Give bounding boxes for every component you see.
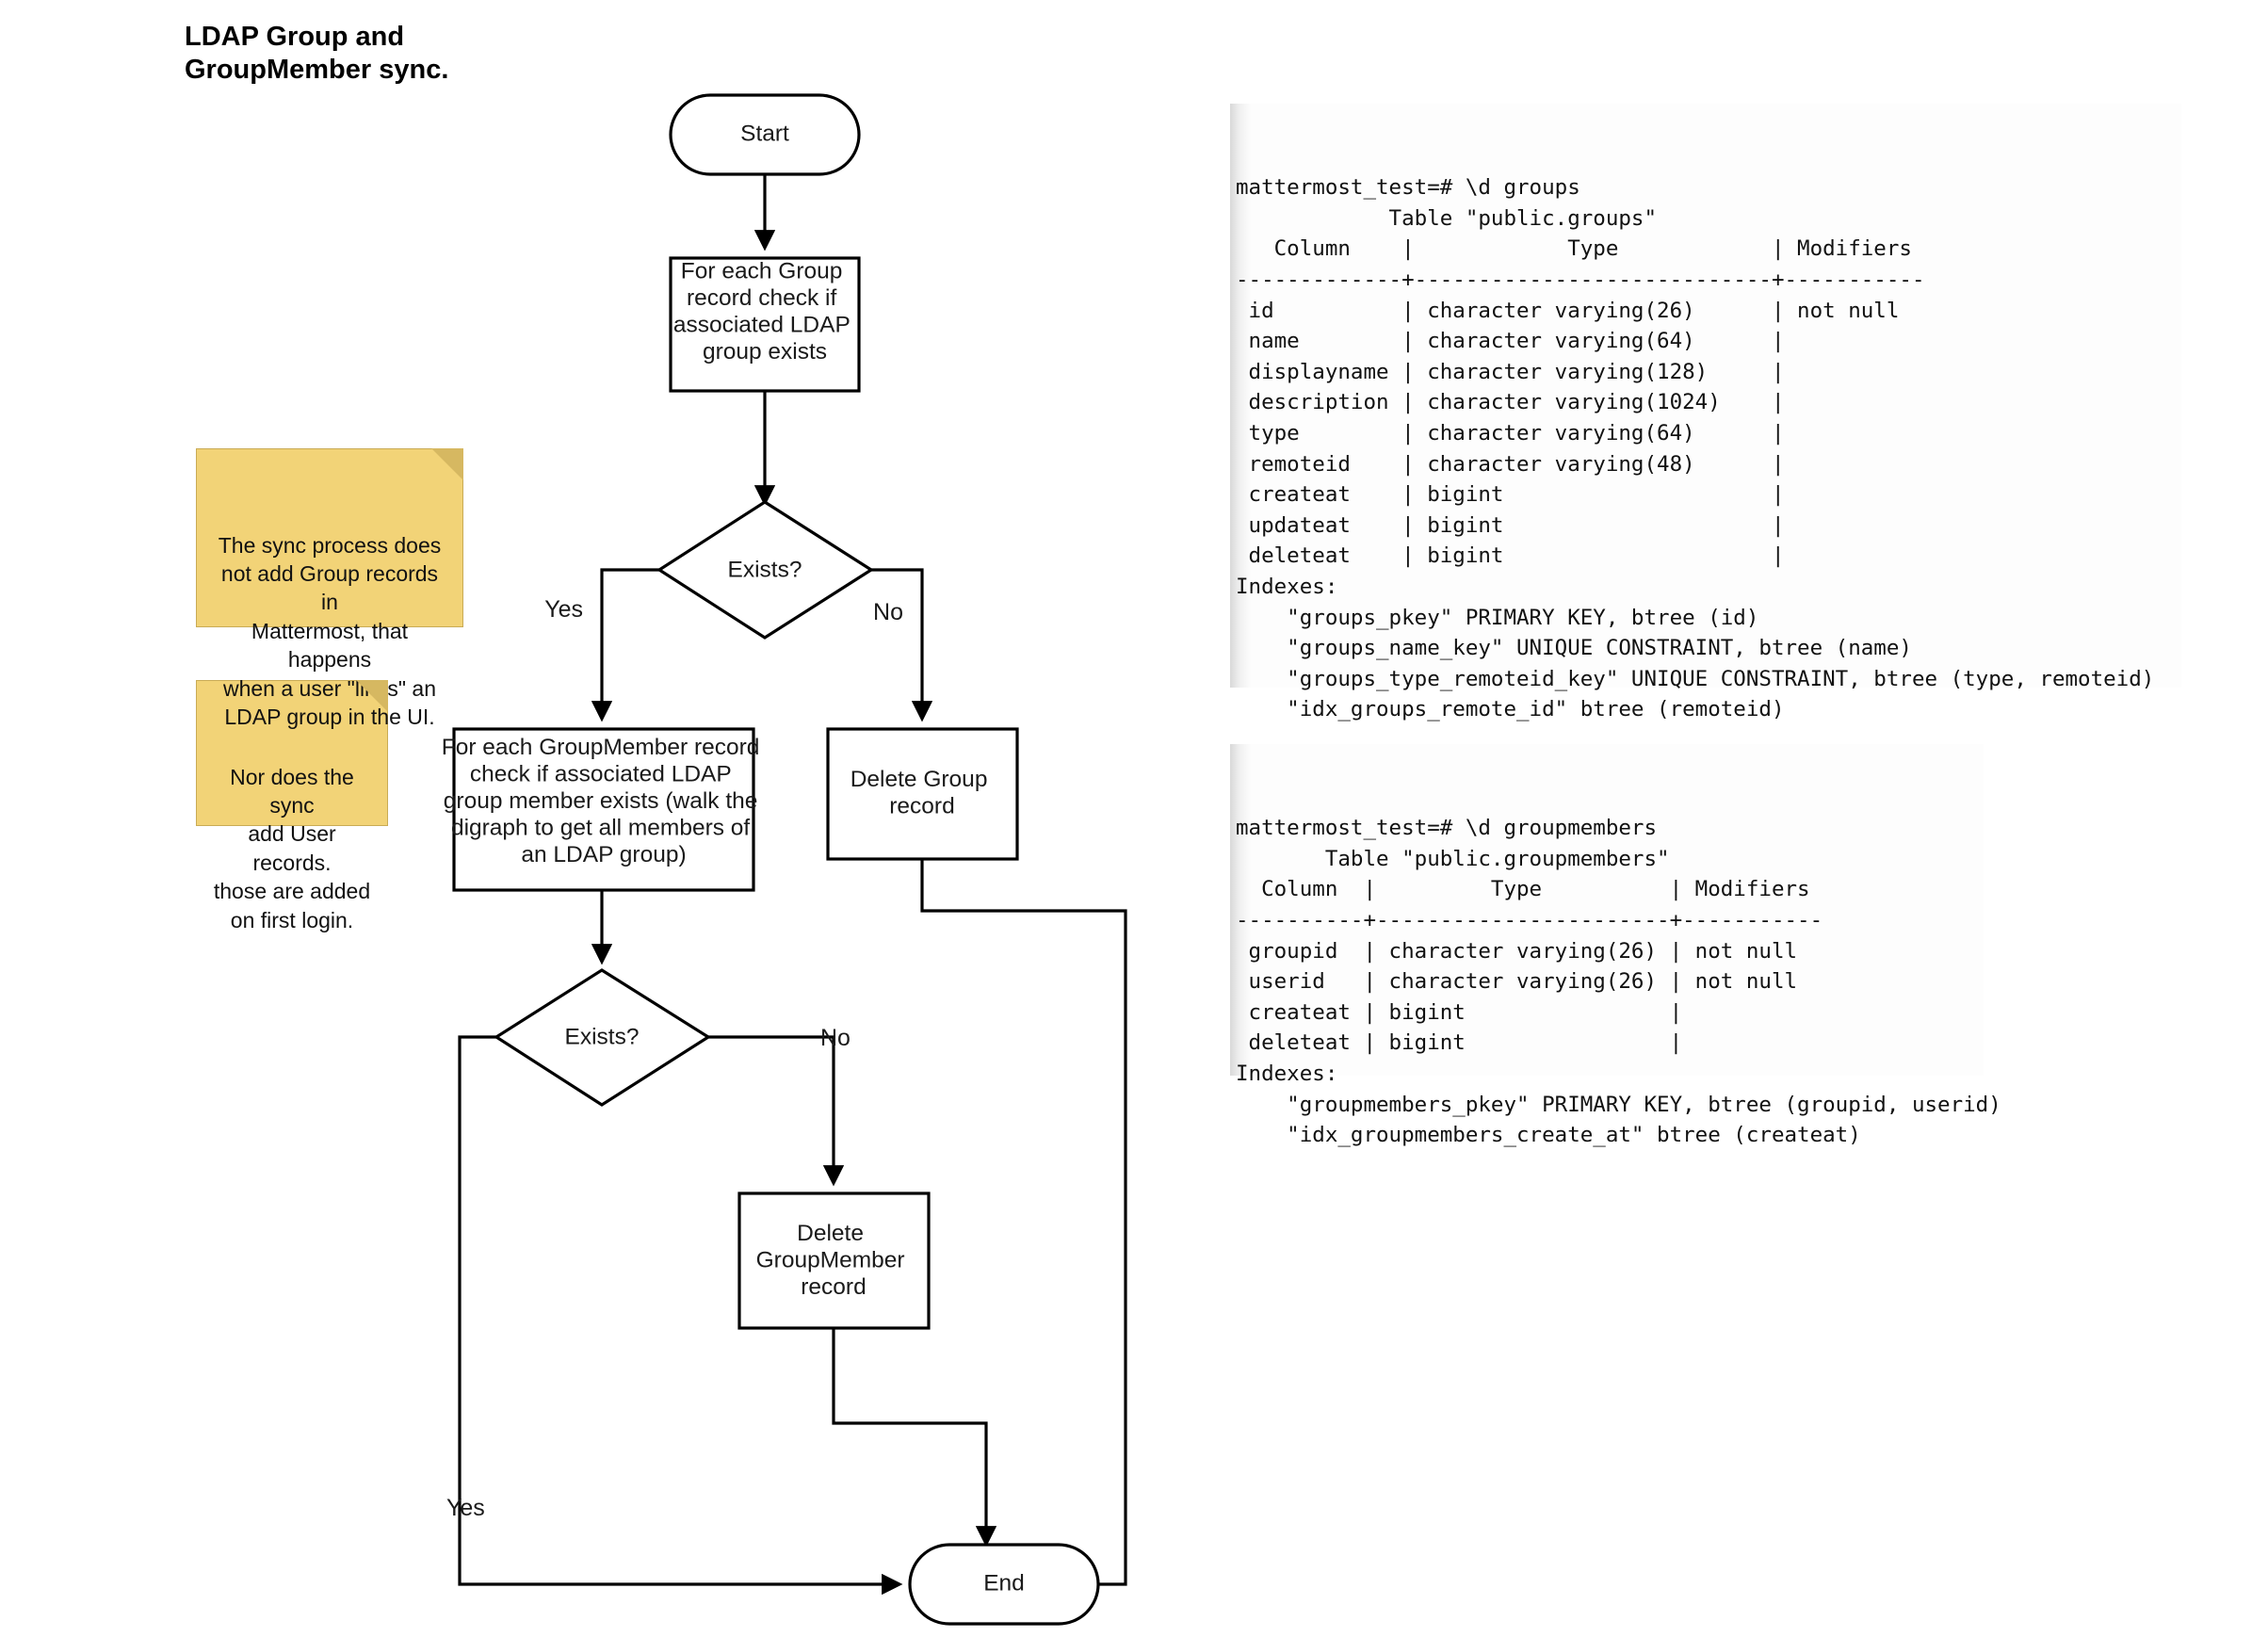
node-delete-group-record[interactable]: Delete Group record (826, 727, 1019, 861)
node-end[interactable]: End (908, 1543, 1100, 1626)
edge-exists2-yes-to-end (458, 1035, 903, 1596)
note-sync-group-records-text: The sync process does not add Group reco… (218, 532, 442, 729)
node-check-group-record-label: For each Group record check if associate… (673, 259, 856, 365)
node-exists-decision-2-label: Exists? (565, 1024, 640, 1049)
edge-exists1-no (871, 568, 933, 722)
note-sync-user-records: Nor does the sync add User records. thos… (196, 680, 388, 932)
note-fold-corner-icon (431, 448, 463, 480)
node-exists-decision-1-label: Exists? (728, 557, 802, 582)
terminal-output-groups: mattermost_test=# \d groups Table "publi… (1230, 104, 2181, 783)
node-exists-decision-1[interactable]: Exists? (656, 500, 874, 640)
node-delete-groupmember-record-label: Delete GroupMember record (756, 1221, 912, 1300)
node-check-groupmember-record-label: For each GroupMember record check if ass… (442, 735, 767, 867)
terminal-output-groupmembers: mattermost_test=# \d groupmembers Table … (1230, 744, 2001, 1147)
edge-delete-group-to-end (920, 859, 1127, 1596)
edge-exists2-no (708, 1035, 845, 1187)
node-check-groupmember-record[interactable]: For each GroupMember record check if ass… (442, 727, 767, 892)
edge-label-exists1-no: No (873, 599, 903, 625)
node-check-group-record[interactable]: For each Group record check if associate… (669, 256, 861, 393)
page-title: LDAP Group and GroupMember sync. (185, 22, 449, 86)
node-start[interactable]: Start (669, 93, 861, 176)
edge-exists1-yes (591, 568, 659, 722)
node-end-label: End (983, 1570, 1025, 1596)
terminal-output-groupmembers-text: mattermost_test=# \d groupmembers Table … (1236, 816, 2001, 1148)
edge-label-exists1-yes: Yes (544, 596, 583, 623)
edge-delete-groupmember-to-end (832, 1328, 997, 1548)
note-sync-group-records: The sync process does not add Group reco… (196, 448, 463, 729)
edge-label-exists2-no: No (820, 1025, 850, 1051)
node-delete-group-record-label: Delete Group record (850, 767, 995, 819)
note-sync-user-records-text: Nor does the sync add User records. thos… (213, 764, 371, 932)
node-delete-groupmember-record[interactable]: Delete GroupMember record (737, 1191, 931, 1330)
edge-label-exists2-yes: Yes (446, 1495, 485, 1521)
note-fold-corner-icon (356, 680, 388, 712)
node-start-label: Start (740, 121, 789, 146)
flowchart-canvas: Yes No No Yes Start For each Group recor… (442, 93, 1127, 1626)
node-exists-decision-2[interactable]: Exists? (494, 968, 711, 1107)
terminal-output-groups-text: mattermost_test=# \d groups Table "publi… (1236, 175, 2155, 783)
